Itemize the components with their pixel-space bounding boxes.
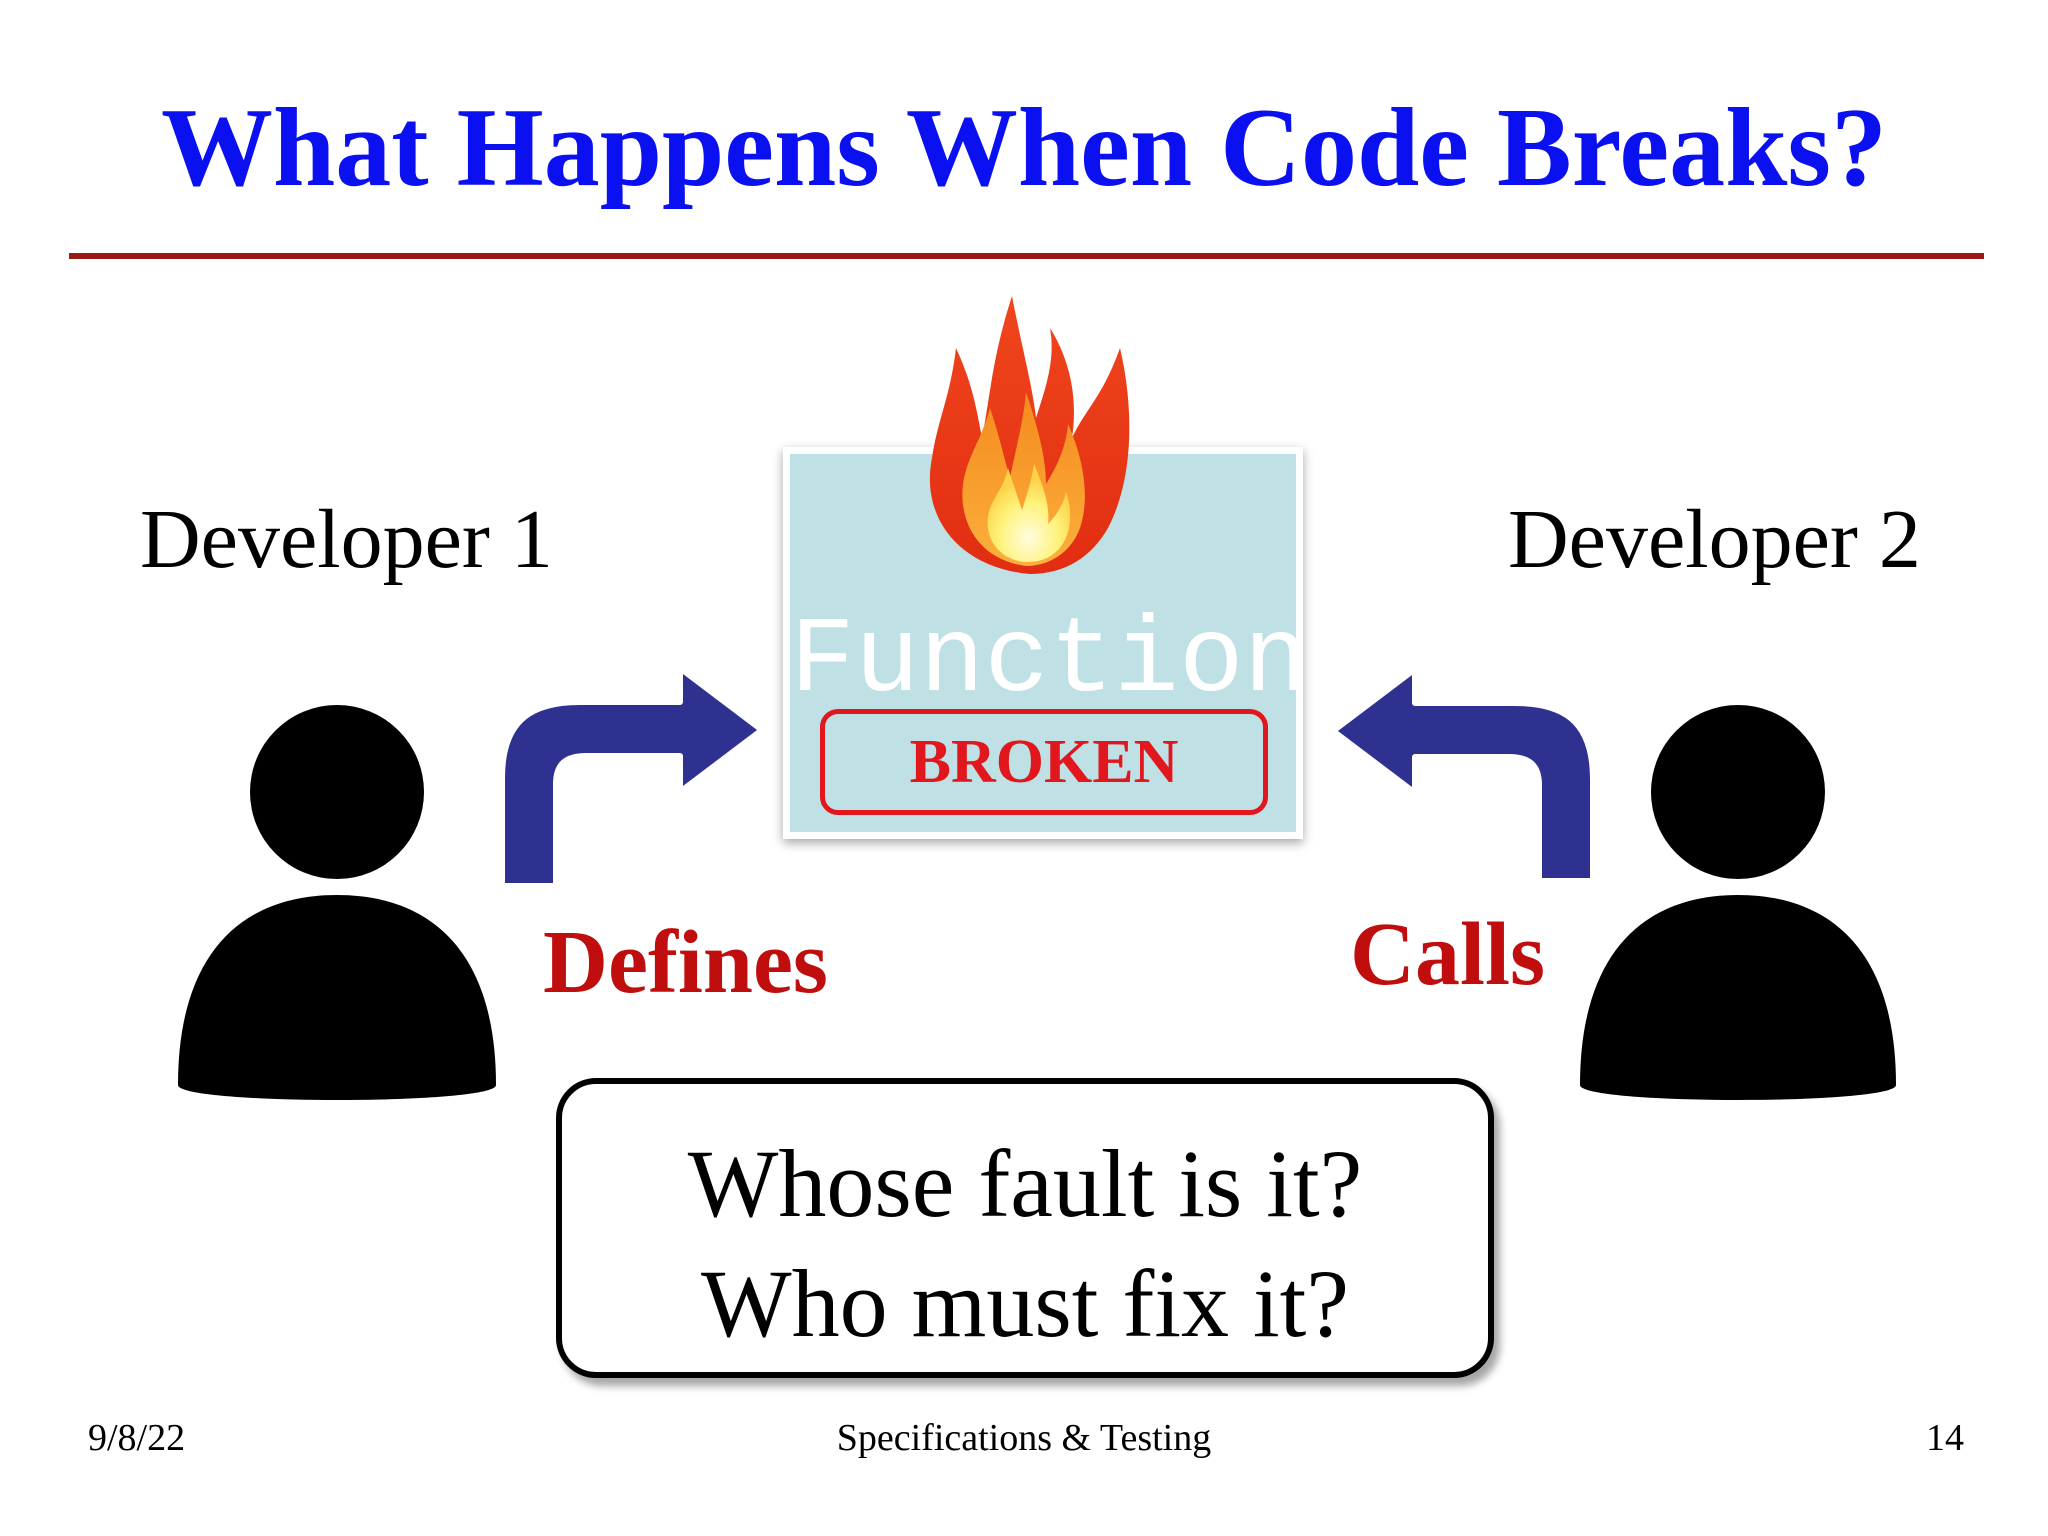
person-icon [1580,705,1896,1100]
footer-date: 9/8/22 [88,1417,186,1459]
footer-page-number: 14 [1926,1417,1964,1459]
person-icon [178,705,496,1100]
broken-badge: BROKEN [820,709,1268,815]
curved-arrow-right-icon [499,665,765,889]
defines-label: Defines [543,913,828,1012]
question-box: Whose fault is it? Who must fix it? [556,1078,1494,1378]
calls-label: Calls [1350,905,1546,1004]
footer-course-title: Specifications & Testing [836,1417,1212,1459]
function-label: Function [790,601,1309,723]
flame-icon [929,296,1130,574]
title-divider [69,253,1984,259]
curved-arrow-left-icon [1330,666,1596,884]
question-line-2: Who must fix it? [701,1250,1349,1357]
slide-title: What Happens When Code Breaks? [161,86,1887,210]
developer-1-label: Developer 1 [140,493,553,586]
developer-2-label: Developer 2 [1508,493,1921,586]
question-line-1: Whose fault is it? [687,1130,1363,1237]
function-box: Function BROKEN [783,447,1309,839]
